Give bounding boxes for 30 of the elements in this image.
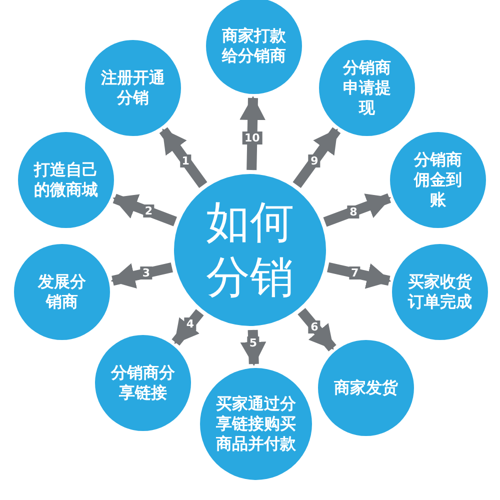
step-circle: 注册开通分销 [85,40,181,136]
arrow [240,330,266,366]
arrow [172,309,204,346]
step-circle: 商家发货 [318,340,414,436]
step-number: 7 [348,266,361,280]
arrow [327,262,392,289]
arrow [292,127,341,188]
step-circle: 买家收货订单完成 [392,244,488,340]
step-circle: 分销商分享链接 [95,335,191,431]
arrow [110,262,173,289]
step-number: 6 [308,320,320,334]
step-number: 5 [247,336,260,350]
step-number: 10 [242,132,262,144]
step-circle: 发展分销商 [14,244,110,340]
step-number: 8 [348,205,360,218]
step-circle: 打造自己的微商城 [18,132,114,228]
step-number: 4 [184,318,196,331]
arrow [298,308,336,352]
step-circle: 分销商佣金到账 [390,132,486,228]
step-number: 1 [180,154,192,168]
arrow [112,194,177,226]
arrow [159,127,208,188]
step-number: 3 [140,266,152,280]
step-number: 2 [142,204,155,218]
step-circle: 商家打款给分销商 [206,0,302,94]
step-circle: 买家通过分享链接购买商品并付款 [200,368,312,480]
arrow [240,96,266,170]
step-number: 9 [308,154,320,168]
arrow [323,193,392,227]
step-circle: 分销商申请提现 [319,40,415,136]
